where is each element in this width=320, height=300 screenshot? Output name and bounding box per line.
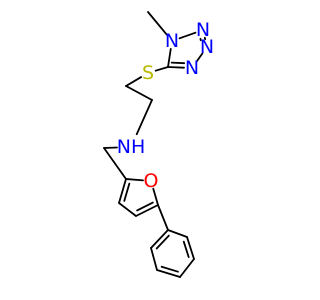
bond-f3-f2 <box>118 178 127 204</box>
bond-p2-p3 <box>150 247 158 271</box>
bond-s-ca <box>125 76 143 87</box>
atom-label-nh: NH <box>117 136 146 158</box>
bond-o-f5 <box>152 187 159 206</box>
bond-layer <box>103 11 207 278</box>
bond-p5-p6-second-line <box>182 240 190 258</box>
bond-f2-o <box>125 178 144 182</box>
bond-p3-p4-second-line <box>160 265 179 273</box>
bond-n1-n2 <box>178 31 197 40</box>
atom-label-s: S <box>142 62 154 84</box>
atom-label-n3: N <box>200 36 214 58</box>
bond-p1-p2 <box>150 229 169 249</box>
bond-f3-f2-second-line <box>123 182 131 202</box>
atom-label-n4: N <box>185 57 199 79</box>
bond-cb-nh <box>135 99 153 136</box>
bond-p6-p1 <box>167 229 188 238</box>
bond-c5-n1 <box>167 48 172 68</box>
atom-label-o: O <box>144 170 159 192</box>
bond-p3-p4 <box>156 269 181 278</box>
bond-f5-p1 <box>157 204 169 231</box>
bond-f5-f4 <box>135 204 159 217</box>
bond-n3-n4 <box>195 52 204 63</box>
bond-f5-f4-second-line <box>136 201 154 212</box>
bond-me-n1 <box>147 11 168 36</box>
bond-n4-c5-second-line <box>170 61 186 65</box>
bond-p1-p2-second-line <box>155 234 170 250</box>
bond-c5-s <box>154 66 169 72</box>
bond-f4-f3 <box>118 202 137 217</box>
bond-p4-p5 <box>179 258 195 278</box>
bond-ca-cb <box>125 85 153 101</box>
bond-p5-p6 <box>186 236 195 260</box>
bond-n4-c5 <box>167 66 185 69</box>
bond-ch2-f2 <box>103 147 127 180</box>
atom-label-n2: N <box>196 19 210 41</box>
atom-label-n1: N <box>165 30 179 52</box>
